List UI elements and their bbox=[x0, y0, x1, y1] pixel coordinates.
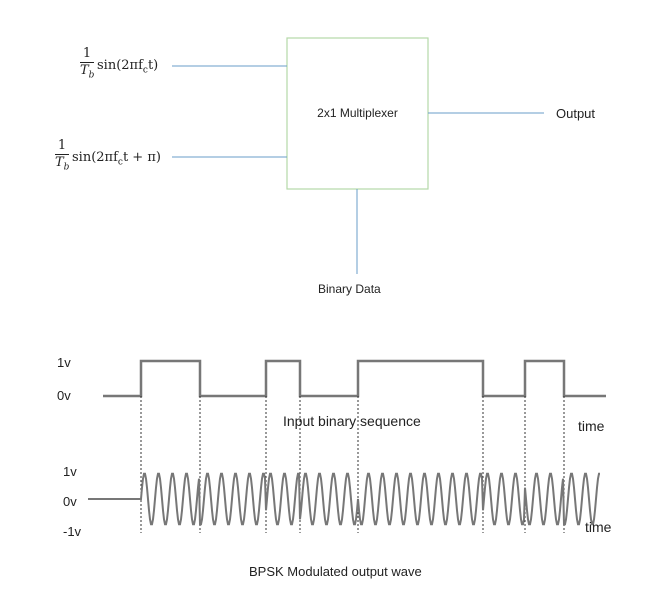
transition-markers bbox=[140, 396, 565, 533]
input1-numerator: 1 bbox=[82, 46, 92, 61]
bpsk-level-low: -1v bbox=[63, 524, 82, 539]
bpsk-output-caption: BPSK Modulated output wave bbox=[249, 564, 422, 579]
input1-denominator: Tb bbox=[80, 63, 95, 81]
input2-fraction: 1 Tb bbox=[55, 139, 69, 175]
bpsk-output-wave bbox=[88, 472, 600, 526]
input-sequence-caption: Input binary sequence bbox=[283, 413, 421, 429]
binary-sequence-wave bbox=[103, 359, 606, 398]
binary-level-low: 0v bbox=[57, 388, 71, 403]
binary-data-label: Binary Data bbox=[318, 282, 381, 296]
multiplexer-label: 2x1 Multiplexer bbox=[317, 106, 398, 120]
time-label-bpsk: time bbox=[585, 519, 612, 535]
input1-expression: sin(2πfct) bbox=[97, 58, 159, 76]
time-label-binary: time bbox=[578, 418, 605, 434]
bpsk-level-high: 1v bbox=[63, 464, 77, 479]
input2-expression: sin(2πfct + π) bbox=[72, 150, 161, 168]
input1-fraction: 1 Tb bbox=[80, 47, 94, 83]
bpsk-level-zero: 0v bbox=[63, 494, 77, 509]
input2-denominator: Tb bbox=[55, 155, 70, 173]
input2-numerator: 1 bbox=[57, 138, 67, 153]
binary-level-high: 1v bbox=[57, 355, 71, 370]
output-label: Output bbox=[556, 106, 596, 121]
